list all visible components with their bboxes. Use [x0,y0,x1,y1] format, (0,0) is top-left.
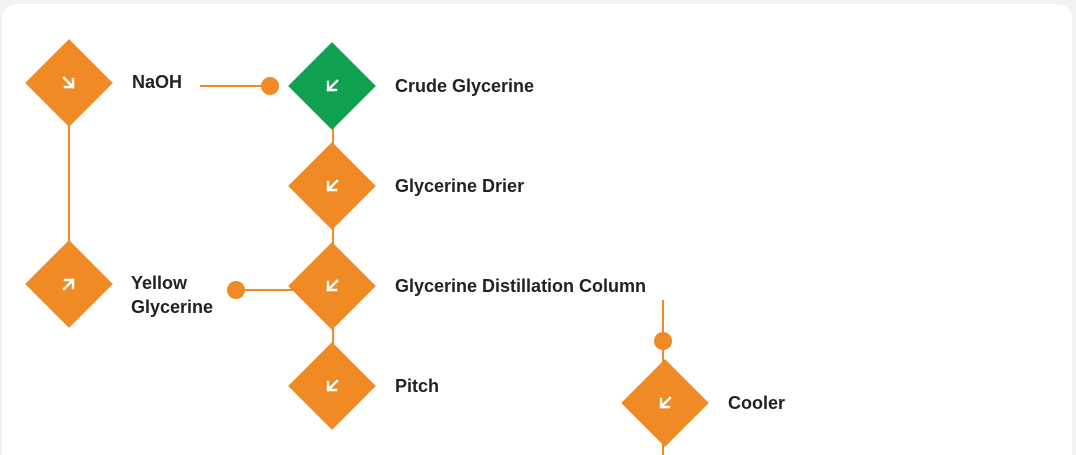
connector-dot-naoh [261,77,279,95]
yellow-glycerine-label-line1: Yellow [131,273,188,293]
connector-naoh-to-crude-glycerine [200,85,272,87]
connector-main-column [332,86,334,386]
diagram-card [2,4,1072,455]
connector-dot-cooler [654,332,672,350]
cooler-label: Cooler [728,393,786,413]
connector-dot-yellow-glycerine [227,281,245,299]
yellow-glycerine-label-line2: Glycerine [131,297,214,317]
connector-yellow-glycerine-to-distillation [236,289,332,291]
connector-naoh-to-yellow-glycerine [68,84,70,288]
glycerine-distillation-column-label: Glycerine Distillation Column [395,276,647,296]
pitch-label: Pitch [395,376,440,396]
glycerine-drier-label: Glycerine Drier [395,176,525,196]
naoh-label: NaOH [132,72,183,92]
crude-glycerine-label: Crude Glycerine [395,76,535,96]
